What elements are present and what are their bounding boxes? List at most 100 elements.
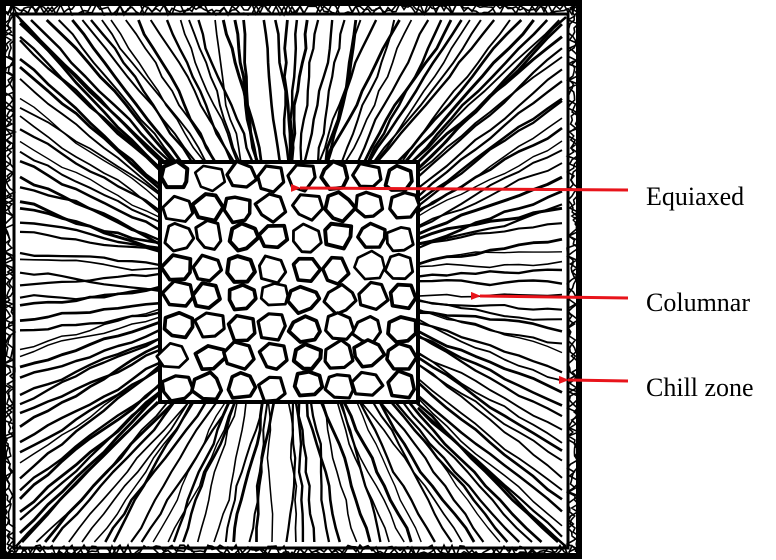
- columnar-grain-boundary: [287, 401, 298, 543]
- columnar-grain-boundary: [376, 19, 496, 163]
- columnar-grain-boundary: [232, 401, 264, 543]
- equiaxed-grain: [256, 164, 286, 194]
- columnar-grain-boundary: [320, 401, 372, 543]
- sector-diagonal: [417, 16, 567, 170]
- equiaxed-grain: [226, 313, 257, 343]
- columnar-grain-boundary: [19, 230, 161, 253]
- equiaxed-grain: [386, 369, 416, 400]
- equiaxed-grain: [257, 341, 289, 371]
- equiaxed-grain: [222, 195, 252, 225]
- columnar-grain-boundary: [417, 321, 563, 374]
- equiaxed-grain: [324, 311, 356, 341]
- columnar-grain-boundary: [19, 66, 161, 190]
- columnar-grain-boundary: [417, 329, 563, 394]
- columnar-grain-boundary: [81, 19, 197, 163]
- sector-diagonal: [417, 406, 567, 548]
- columnar-grain-boundary: [19, 271, 161, 293]
- columnar-grain-boundary: [19, 343, 161, 428]
- columnar-grain-boundary: [19, 22, 161, 170]
- columnar-grain-boundary: [417, 99, 563, 208]
- columnar-grain-boundary: [57, 19, 177, 163]
- equiaxed-grain: [291, 342, 323, 371]
- equiaxed-grain: [193, 311, 226, 339]
- chill-zone-grains: [3, 543, 577, 560]
- columnar-zone-right: [416, 23, 563, 538]
- columnar-grain-boundary: [19, 35, 161, 172]
- equiaxed-grain: [190, 192, 226, 223]
- columnar-grain-boundary: [283, 19, 292, 163]
- columnar-grain-boundary: [19, 348, 161, 415]
- equiaxed-grain: [323, 338, 355, 370]
- columnar-grain-boundary: [417, 47, 563, 178]
- equiaxed-grain: [227, 283, 258, 312]
- columnar-grain-boundary: [417, 80, 563, 198]
- columnar-grain-boundary: [319, 401, 358, 543]
- columnar-grain-boundary: [417, 356, 563, 452]
- equiaxed-grain: [292, 369, 325, 398]
- columnar-grain-boundary: [19, 115, 161, 215]
- columnar-grain-boundary: [30, 19, 172, 163]
- columnar-arrow: [470, 291, 629, 300]
- columnar-grain-boundary: [336, 401, 390, 543]
- equiaxed-grain: [225, 254, 257, 284]
- columnar-grain-boundary: [19, 97, 161, 203]
- chill-zone-grains: [1, 3, 18, 553]
- equiaxed-grain: [388, 282, 418, 311]
- equiaxed-grain: [323, 373, 355, 400]
- equiaxed-grain: [291, 256, 323, 283]
- columnar-grain-boundary: [417, 189, 563, 246]
- columnar-grain-boundary: [417, 260, 563, 269]
- columnar-zone-bottom: [20, 400, 559, 544]
- columnar-grain-boundary: [45, 18, 175, 163]
- sector-diagonal: [15, 13, 161, 162]
- columnar-grain-boundary: [367, 19, 463, 163]
- columnar-grain-boundary: [303, 19, 334, 163]
- columnar-grain-boundary: [19, 337, 161, 406]
- equiaxed-grain: [323, 221, 354, 251]
- equiaxed-grain: [159, 159, 190, 190]
- columnar-grain-boundary: [396, 19, 523, 163]
- columnar-grain-boundary: [410, 19, 549, 163]
- equiaxed-grain: [285, 284, 322, 316]
- equiaxed-grain: [160, 374, 196, 403]
- columnar-grain-boundary: [309, 401, 331, 543]
- columnar-grain-boundary: [342, 401, 413, 543]
- columnar-grain-boundary: [417, 279, 563, 287]
- columnar-zone-top: [19, 18, 560, 163]
- chill-zone-grains: [3, 1, 577, 17]
- columnar-grain-boundary: [112, 401, 194, 543]
- columnar-grain-boundary: [390, 401, 509, 543]
- columnar-grain-boundary: [363, 19, 453, 163]
- equiaxed-grain: [191, 253, 224, 283]
- columnar-grain-boundary: [19, 39, 161, 169]
- columnar-grain-boundary: [417, 394, 563, 513]
- equiaxed-grain: [357, 280, 390, 311]
- columnar-grain-boundary: [19, 367, 161, 454]
- equiaxed-grain: [161, 194, 195, 223]
- equiaxed-grain: [155, 341, 190, 369]
- columnar-grain-boundary: [318, 19, 362, 163]
- columnar-grain-boundary: [417, 97, 563, 203]
- columnar-grain-boundary: [294, 401, 305, 542]
- columnar-grain-boundary: [19, 78, 161, 194]
- columnar-grain-boundary: [19, 361, 161, 444]
- equiaxed-grain: [257, 223, 290, 250]
- equiaxed-arrow: [290, 183, 629, 192]
- columnar-grain-boundary: [417, 140, 563, 217]
- equiaxed-grain: [227, 221, 261, 253]
- columnar-grain-boundary: [316, 19, 346, 163]
- equiaxed-grain: [385, 341, 419, 371]
- columnar-grain-boundary: [417, 318, 563, 382]
- columnar-grain-boundary: [417, 68, 563, 190]
- columnar-grain-boundary: [356, 401, 422, 543]
- equiaxed-grain: [352, 338, 387, 369]
- columnar-grain-boundary: [417, 352, 563, 431]
- columnar-grain-boundary: [394, 401, 521, 543]
- columnar-grain-boundary: [19, 207, 161, 245]
- columnar-grain-boundary: [104, 401, 207, 543]
- equiaxed-grain: [291, 193, 325, 222]
- equiaxed-grain: [256, 312, 287, 342]
- columnar-grain-boundary: [19, 285, 161, 307]
- columnar-grain-boundary: [51, 401, 176, 543]
